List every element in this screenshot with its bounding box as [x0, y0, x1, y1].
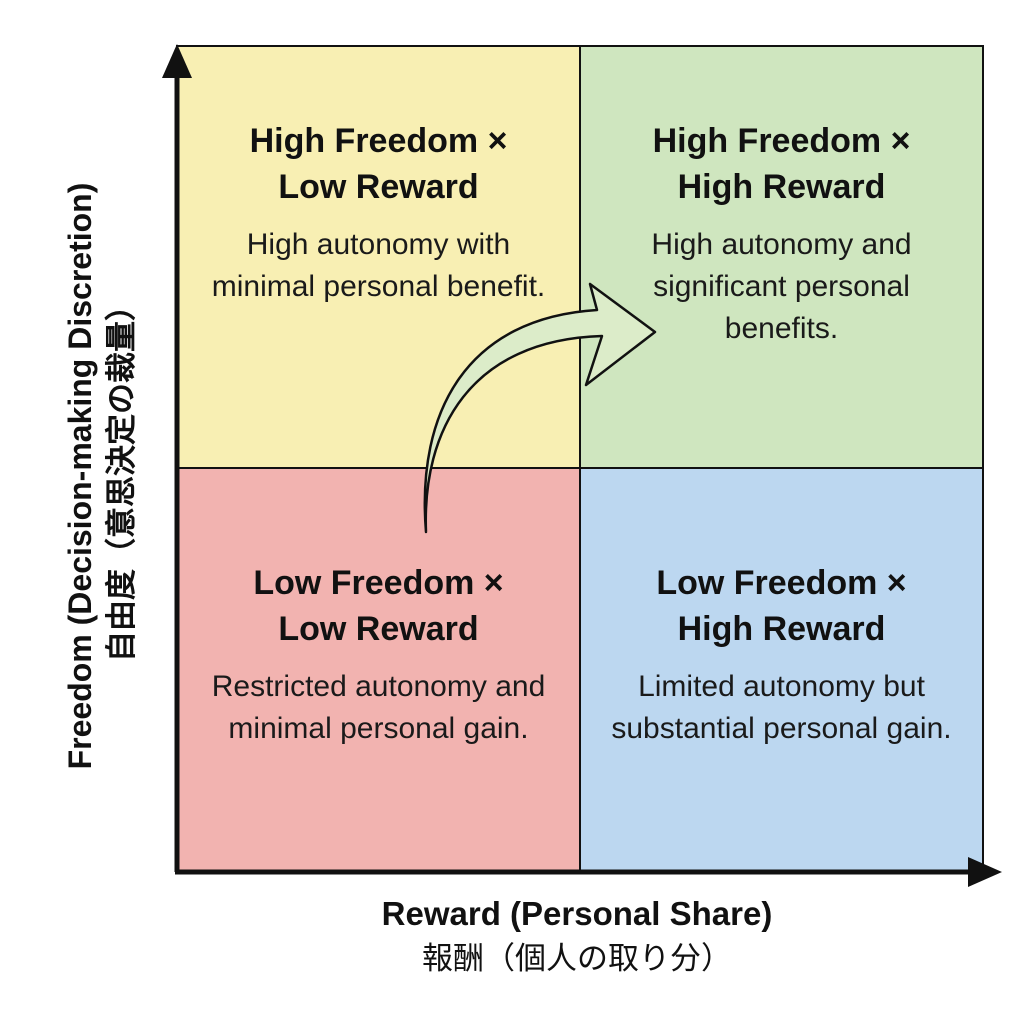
- quadrant-title: High Freedom × Low Reward: [189, 118, 569, 210]
- quadrant-description: High autonomy with minimal personal bene…: [211, 228, 546, 303]
- quadrant-description: Restricted autonomy and minimal personal…: [211, 670, 546, 745]
- quadrant-title-line1: High Freedom ×: [652, 122, 911, 160]
- quadrant-title: Low Freedom × High Reward: [592, 560, 972, 652]
- quadrant-title: High Freedom × High Reward: [592, 118, 972, 210]
- y-axis-label: Freedom (Decision-making Discretion): [62, 182, 98, 770]
- x-axis-label: Reward (Personal Share): [381, 895, 773, 932]
- quadrant-high-freedom-low-reward: High Freedom × Low Reward High autonomy …: [177, 46, 580, 468]
- quadrant-title-line1: Low Freedom ×: [656, 564, 907, 602]
- quadrant-description: High autonomy and significant personal b…: [651, 228, 912, 345]
- quadrant-title-line2: Low Reward: [278, 610, 479, 648]
- x-axis-label-japanese: 報酬（個人の取り分）: [422, 941, 732, 977]
- quadrant-title-line1: Low Freedom ×: [253, 564, 504, 602]
- quadrant-title-line2: High Reward: [677, 168, 886, 206]
- quadrant-high-freedom-high-reward: High Freedom × High Reward High autonomy…: [580, 46, 983, 468]
- quadrant-title: Low Freedom × Low Reward: [189, 560, 569, 652]
- quadrant-title-line2: High Reward: [677, 610, 886, 648]
- quadrant-title-line2: Low Reward: [278, 168, 479, 206]
- y-axis-label-japanese: 自由度（意思決定の裁量）: [104, 290, 140, 662]
- quadrant-description: Limited autonomy but substantial persona…: [611, 670, 952, 745]
- quadrant-low-freedom-high-reward: Low Freedom × High Reward Limited autono…: [580, 468, 983, 872]
- quadrant-title-line1: High Freedom ×: [249, 122, 508, 160]
- quadrant-low-freedom-low-reward: Low Freedom × Low Reward Restricted auto…: [177, 468, 580, 872]
